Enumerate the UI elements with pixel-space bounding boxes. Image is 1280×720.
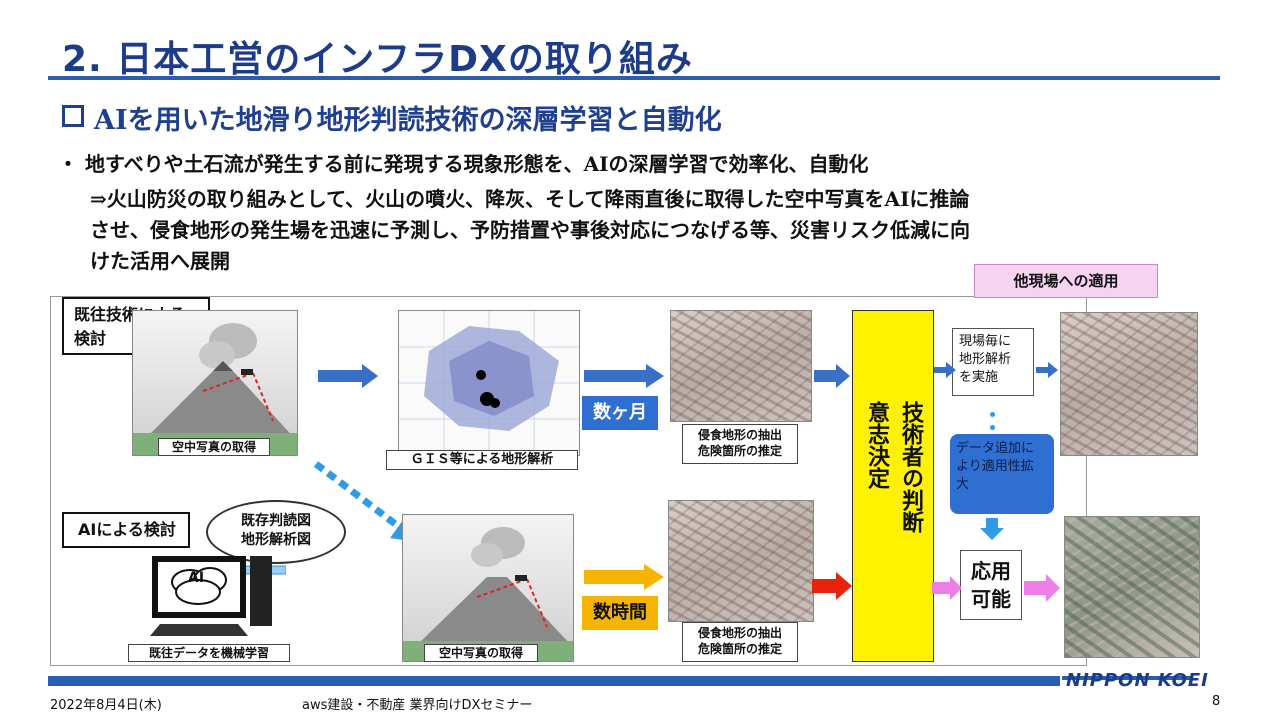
applicable-box: 応用 可能 xyxy=(960,550,1022,620)
applicable-text: 応用 可能 xyxy=(971,559,1011,611)
footer-date: 2022年8月4日(木) xyxy=(50,698,162,713)
terrain-photo-top xyxy=(670,310,812,422)
speech-bubble-text: 既存判読図 地形解析図 xyxy=(241,513,311,548)
caption-erosion-top-text: 侵食地形の抽出 危険箇所の推定 xyxy=(697,428,782,458)
arrow-right-icon xyxy=(934,362,956,378)
arrow-right-icon xyxy=(932,576,962,600)
ai-method-box: AIによる検討 xyxy=(62,512,190,548)
arrow-right-icon xyxy=(812,572,852,600)
caption-erosion-bottom: 侵食地形の抽出 危険箇所の推定 xyxy=(682,622,798,662)
arrow-down-icon xyxy=(980,518,1004,540)
arrow-right-icon xyxy=(814,364,850,388)
caption-erosion-top: 侵食地形の抽出 危険箇所の推定 xyxy=(682,424,798,464)
ai-method-label: AIによる検討 xyxy=(78,520,176,539)
arrow-right-icon xyxy=(1036,362,1058,378)
dotted-connector xyxy=(990,412,1001,430)
data-add-text: データ追加に より適用性拡 大 xyxy=(956,441,1035,492)
time-hours-label: 数時間 xyxy=(582,596,658,630)
footer-divider xyxy=(48,676,1060,686)
per-site-analysis-box: 現場毎に 地形解析 を実施 xyxy=(952,328,1034,396)
terrain-photo-bottom xyxy=(668,500,814,622)
time-months-label: 数ヶ月 xyxy=(582,396,658,430)
page-number: 8 xyxy=(1212,694,1221,709)
other-site-photo-bottom xyxy=(1064,516,1200,658)
caption-ml: 既往データを機械学習 xyxy=(128,644,290,662)
ai-label: AI xyxy=(188,570,205,586)
volcano-illustration xyxy=(133,323,297,455)
volcano-illustration xyxy=(403,527,573,661)
arrow-right-icon xyxy=(584,364,664,388)
bullet-mark: ・ xyxy=(58,152,78,176)
computer-illustration: AI xyxy=(130,548,280,640)
footer-divider-right xyxy=(1062,676,1192,680)
description-line: けた活用へ展開 xyxy=(90,249,230,273)
square-bullet-icon xyxy=(62,105,84,127)
per-site-analysis-text: 現場毎に 地形解析 を実施 xyxy=(959,334,1012,385)
arrow-right-icon xyxy=(584,564,664,590)
section-heading: AIを用いた地滑り地形判読技術の深層学習と自動化 xyxy=(62,98,722,137)
title-divider xyxy=(48,76,1220,80)
engineer-decision-box: 技術者の判断 意志決定 xyxy=(852,310,934,662)
bullet-text: 地すべりや土石流が発生する前に発現する現象形態を、AIの深層学習で効率化、自動化 xyxy=(84,152,869,176)
bullet-point: ・ 地すべりや土石流が発生する前に発現する現象形態を、AIの深層学習で効率化、自… xyxy=(58,148,868,177)
data-add-box: データ追加に より適用性拡 大 xyxy=(950,434,1054,514)
arrow-right-icon xyxy=(318,364,378,388)
caption-aerial-top: 空中写真の取得 xyxy=(158,438,270,456)
computer-icon xyxy=(150,556,272,636)
page-title: 2. 日本工営のインフラDXの取り組み xyxy=(62,39,693,80)
description-paragraph: ⇒火山防災の取り組みとして、火山の噴火、降灰、そして降雨直後に取得した空中写真を… xyxy=(90,184,1200,277)
arrow-right-icon xyxy=(1024,574,1060,602)
description-line: させ、侵食地形の発生場を迅速に予測し、予防措置や事後対応につなげる等、災害リスク… xyxy=(90,218,970,242)
gis-map xyxy=(398,310,580,456)
footer-event: aws建設・不動産 業界向けDXセミナー xyxy=(302,698,533,713)
gis-map-graphic xyxy=(399,311,579,455)
caption-aerial-bottom: 空中写真の取得 xyxy=(424,644,538,662)
caption-erosion-bottom-text: 侵食地形の抽出 危険箇所の推定 xyxy=(697,626,782,656)
volcano-photo-top xyxy=(132,310,298,456)
speech-bubble: 既存判読図 地形解析図 xyxy=(206,500,346,564)
volcano-photo-bottom xyxy=(402,514,574,662)
description-line: ⇒火山防災の取り組みとして、火山の噴火、降灰、そして降雨直後に取得した空中写真を… xyxy=(90,187,970,211)
section-heading-text: AIを用いた地滑り地形判読技術の深層学習と自動化 xyxy=(94,105,722,136)
other-site-photo-top xyxy=(1060,312,1198,456)
company-logo: NIPPON KOEI xyxy=(1066,670,1209,691)
caption-gis: ＧＩＳ等による地形解析 xyxy=(386,450,578,470)
other-sites-title: 他現場への適用 xyxy=(974,264,1158,298)
engineer-decision-text: 技術者の判断 意志決定 xyxy=(864,401,923,533)
